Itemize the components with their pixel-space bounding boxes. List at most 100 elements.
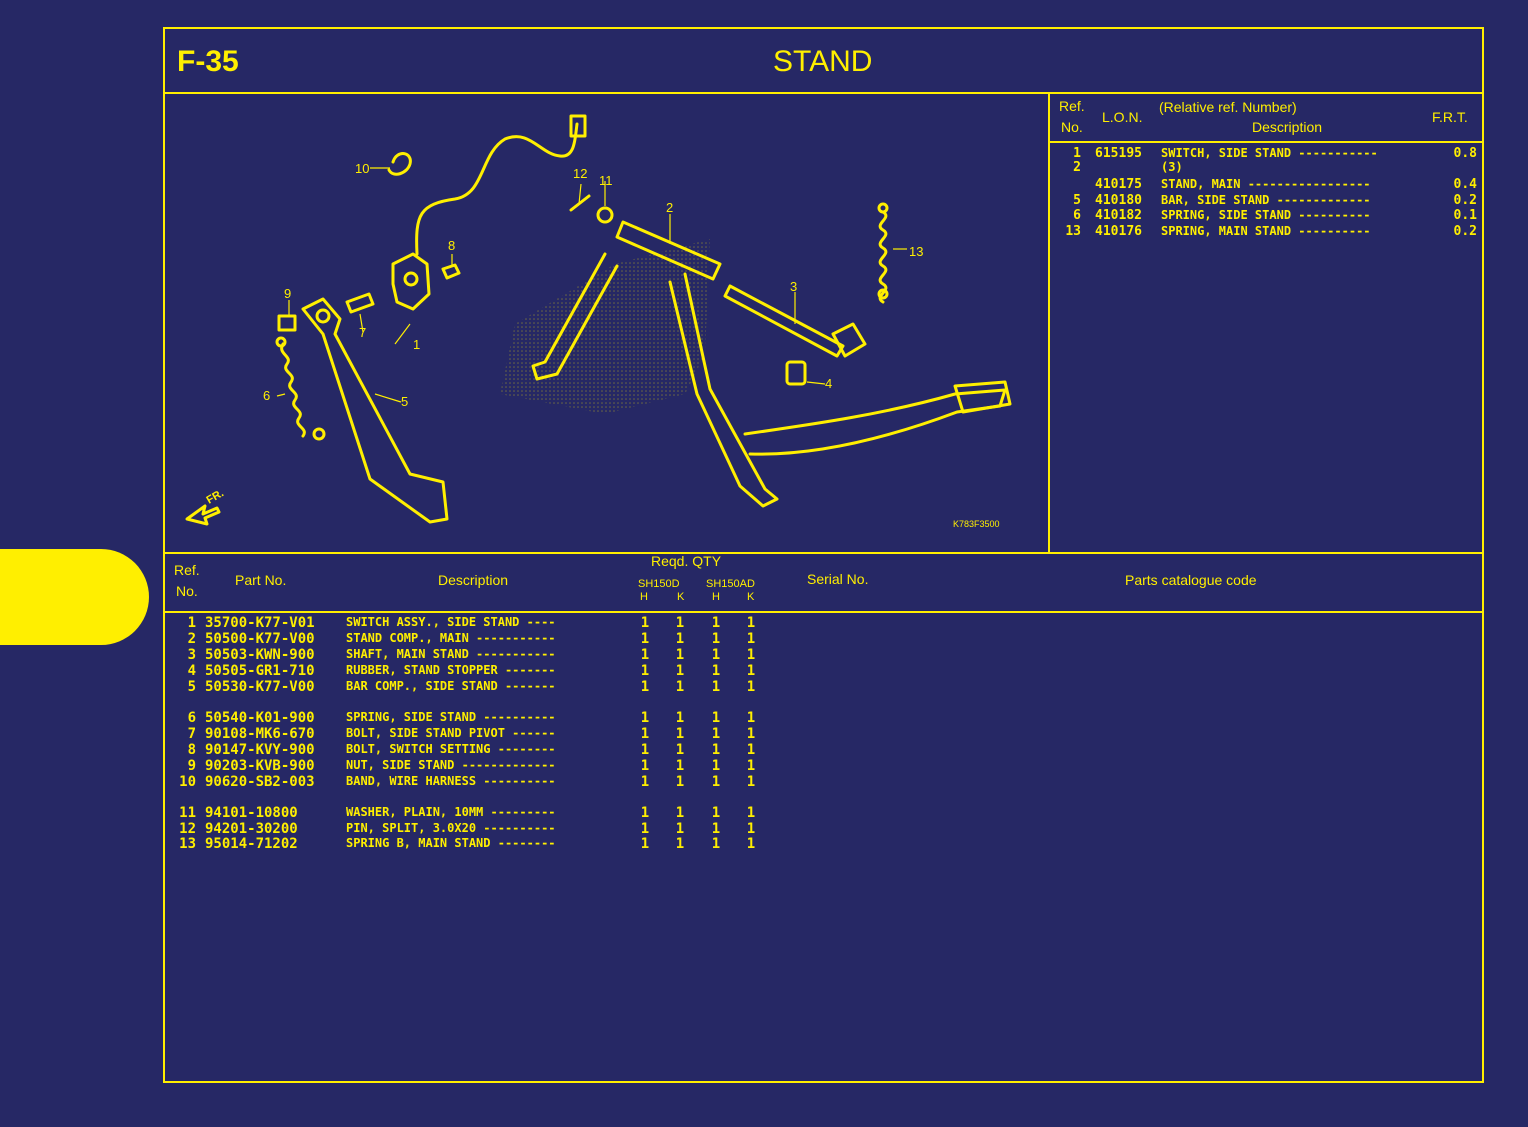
part-ref: 9	[187, 758, 196, 774]
plain-washer	[596, 206, 614, 224]
frt-ref: 1	[1073, 146, 1081, 161]
diagram-divider	[1048, 92, 1050, 553]
side-stand-nut	[277, 314, 297, 332]
part-number: 94201-30200	[205, 821, 298, 837]
part-description: SHAFT, MAIN STAND -----------	[346, 647, 556, 661]
callout-10: 10	[355, 161, 369, 176]
frt-lon: 410180	[1095, 193, 1142, 208]
frt-description-header: Description	[1252, 119, 1323, 135]
qty-value: 1	[640, 758, 650, 774]
qty-value: 1	[746, 836, 756, 852]
qty-value: 1	[711, 742, 721, 758]
part-number: 50503-KWN-900	[205, 647, 315, 663]
wire-connector	[569, 114, 587, 138]
frt-lon: 410182	[1095, 208, 1142, 223]
qty-value: 1	[675, 821, 685, 837]
qty-value: 1	[640, 663, 650, 679]
qty-value: 1	[640, 631, 650, 647]
callout-4: 4	[825, 376, 832, 391]
page-code: F-35	[177, 45, 239, 78]
frt-ref: 6	[1073, 208, 1081, 223]
qty-value: 1	[675, 836, 685, 852]
qty-value: 1	[640, 615, 650, 631]
callout-6: 6	[263, 388, 270, 403]
qty-value: 1	[711, 710, 721, 726]
frt-value: 0.1	[1453, 208, 1477, 223]
part-description: SPRING, SIDE STAND ----------	[346, 710, 556, 724]
qty-value: 1	[711, 821, 721, 837]
frt-value: 0.2	[1453, 224, 1477, 239]
frt-description: SPRING, MAIN STAND ----------	[1161, 224, 1371, 238]
qty-value: 1	[675, 631, 685, 647]
frt-description: SPRING, SIDE STAND ----------	[1161, 208, 1371, 222]
part-description: NUT, SIDE STAND -------------	[346, 758, 556, 772]
frt-value: 0.4	[1453, 177, 1477, 192]
main-stand-shaft	[723, 284, 845, 358]
parts-no-header: No.	[176, 583, 198, 599]
qty-value: 1	[746, 663, 756, 679]
part-description: BAR COMP., SIDE STAND -------	[346, 679, 556, 693]
switch-setting-bolt	[441, 263, 461, 280]
qty-value: 1	[640, 821, 650, 837]
main-stand-spring	[878, 210, 888, 304]
page-title: STAND	[773, 45, 873, 78]
qty-value: 1	[711, 758, 721, 774]
model-sh150d-header: SH150D	[638, 578, 680, 590]
qty-value: 1	[640, 774, 650, 790]
callout-5: 5	[401, 394, 408, 409]
qty-value: 1	[640, 836, 650, 852]
qty-value: 1	[675, 726, 685, 742]
part-ref: 5	[187, 679, 196, 695]
callout-11: 11	[599, 173, 613, 188]
frt-header-divider	[1048, 141, 1484, 143]
frt-description: STAND, MAIN -----------------	[1161, 177, 1371, 191]
part-ref: 13	[179, 836, 196, 852]
qty-value: 1	[675, 758, 685, 774]
qty-k1-header: K	[677, 591, 685, 603]
qty-value: 1	[711, 805, 721, 821]
callout-13: 13	[909, 244, 923, 259]
qty-value: 1	[711, 631, 721, 647]
part-ref: 3	[187, 647, 196, 663]
qty-value: 1	[640, 805, 650, 821]
frt-no-header: No.	[1061, 119, 1083, 135]
model-sh150ad-header: SH150AD	[706, 578, 755, 590]
part-description: SWITCH ASSY., SIDE STAND ----	[346, 615, 556, 629]
part-description: RUBBER, STAND STOPPER -------	[346, 663, 556, 677]
part-number: 50500-K77-V00	[205, 631, 315, 647]
part-number: 90620-SB2-003	[205, 774, 315, 790]
frt-description: BAR, SIDE STAND -------------	[1161, 193, 1371, 207]
qty-h2-header: H	[712, 591, 720, 603]
callout-12: 12	[573, 166, 587, 181]
serial-no-header: Serial No.	[807, 571, 869, 587]
section-tab[interactable]	[0, 549, 149, 645]
qty-value: 1	[675, 742, 685, 758]
qty-value: 1	[675, 663, 685, 679]
front-direction-arrow	[185, 504, 221, 526]
qty-value: 1	[640, 710, 650, 726]
part-number: 95014-71202	[205, 836, 298, 852]
direction-label: FR.	[205, 487, 226, 506]
part-number: 35700-K77-V01	[205, 615, 315, 631]
callout-8: 8	[448, 238, 455, 253]
frt-ref: 2	[1073, 160, 1081, 175]
qty-value: 1	[675, 710, 685, 726]
part-description: WASHER, PLAIN, 10MM ---------	[346, 805, 556, 819]
parts-catalogue-code-header: Parts catalogue code	[1125, 572, 1257, 588]
qty-value: 1	[675, 774, 685, 790]
qty-h1-header: H	[640, 591, 648, 603]
frt-description: (3)	[1161, 160, 1183, 174]
part-description: BOLT, SWITCH SETTING --------	[346, 742, 556, 756]
qty-value: 1	[746, 679, 756, 695]
part-description: SPRING B, MAIN STAND --------	[346, 836, 556, 850]
part-number: 90203-KVB-900	[205, 758, 315, 774]
part-description: BOLT, SIDE STAND PIVOT ------	[346, 726, 556, 740]
header-divider	[163, 92, 1484, 94]
callout-9: 9	[284, 286, 291, 301]
frt-lon: 410176	[1095, 224, 1142, 239]
qty-value: 1	[746, 726, 756, 742]
qty-value: 1	[711, 615, 721, 631]
frt-header: F.R.T.	[1432, 109, 1468, 125]
frt-value: 0.8	[1453, 146, 1477, 161]
qty-value: 1	[746, 805, 756, 821]
